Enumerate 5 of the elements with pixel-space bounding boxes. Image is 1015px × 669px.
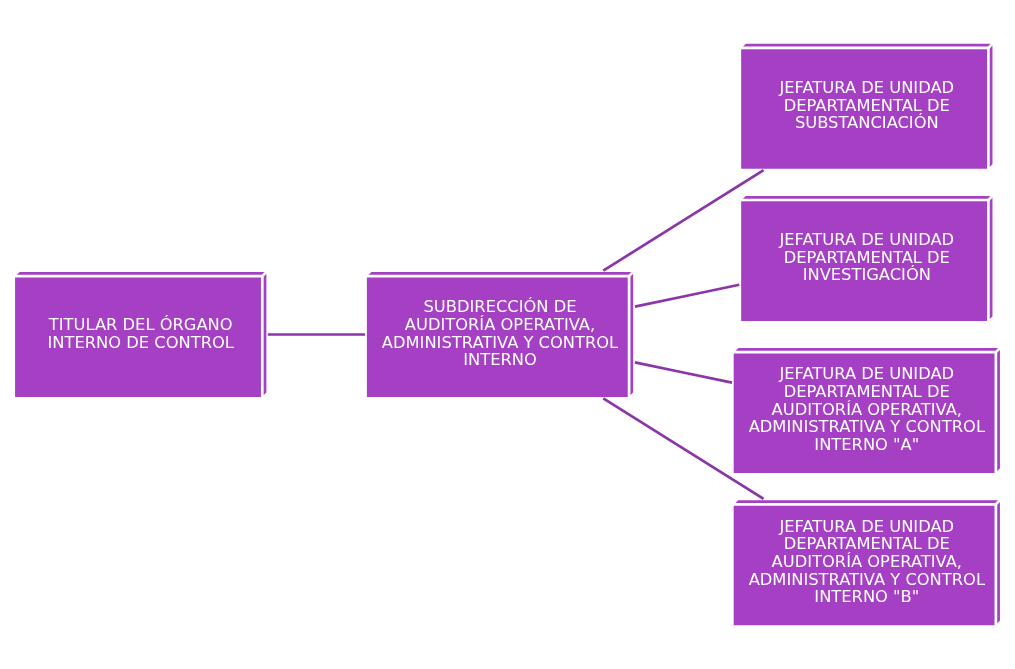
connector [634,283,740,308]
connector [267,333,365,336]
connector [602,169,765,272]
connector [634,361,733,384]
connector [602,397,765,500]
